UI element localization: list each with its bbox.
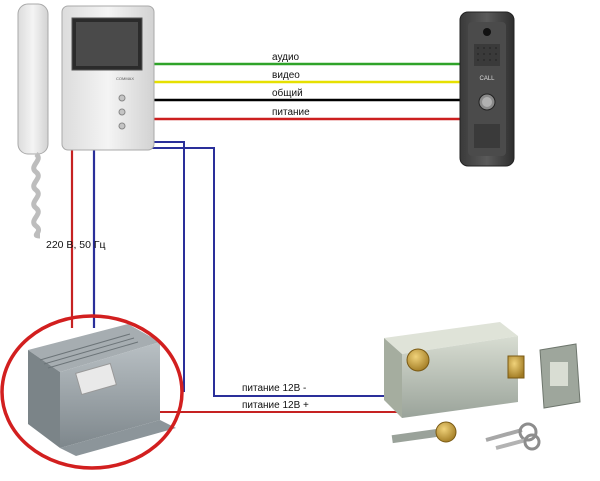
panel-camera xyxy=(483,28,491,36)
lock-bolt xyxy=(507,355,525,379)
panel-call-label: CALL xyxy=(479,76,495,82)
keys xyxy=(485,422,541,451)
monitor-button-3[interactable] xyxy=(118,122,126,130)
psu-highlight-circle xyxy=(0,314,184,470)
video-monitor: COMMAX xyxy=(17,3,155,239)
monitor-handset xyxy=(17,3,49,155)
electric-lock xyxy=(384,322,581,451)
signal-wires xyxy=(152,62,460,121)
handset-cord xyxy=(31,152,42,239)
lock-cylinder xyxy=(391,428,439,444)
label-common: общий xyxy=(272,87,303,99)
power-supply xyxy=(28,324,176,456)
lock-wires xyxy=(150,138,420,413)
label-power: питание xyxy=(272,107,310,118)
label-lock-minus: питание 12В - xyxy=(242,383,306,394)
label-audio: аудио xyxy=(272,52,300,63)
wire-lock-minus xyxy=(150,147,408,397)
wire-lock-plus-red xyxy=(150,138,205,140)
monitor-button-2[interactable] xyxy=(118,108,126,116)
monitor-brand: COMMAX xyxy=(116,76,134,81)
label-video: видео xyxy=(272,70,300,81)
wire-lock-plus xyxy=(150,141,185,392)
monitor-button-1[interactable] xyxy=(118,94,126,102)
psu-label-sticker xyxy=(75,362,117,396)
call-panel: CALL xyxy=(459,11,515,167)
mains-label: 220 В, 50 Гц xyxy=(46,239,106,251)
psu-wires xyxy=(70,150,96,328)
lock-cylinder-knob xyxy=(406,348,430,372)
label-lock-plus: питание 12В + xyxy=(242,400,309,411)
